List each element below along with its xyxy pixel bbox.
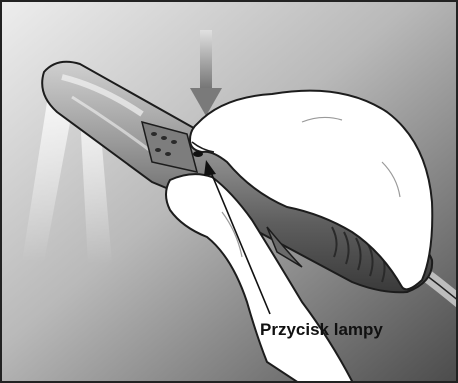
lamp-button-label: Przycisk lampy	[260, 320, 383, 340]
lamp-button	[193, 151, 203, 157]
